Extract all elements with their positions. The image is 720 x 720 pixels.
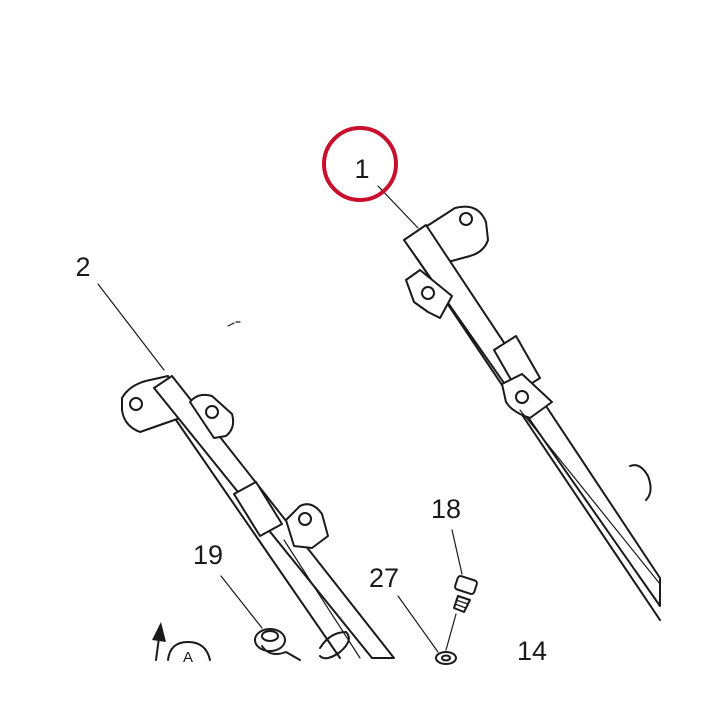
callout-18: 18 — [431, 494, 461, 524]
arrow-head-icon — [152, 622, 166, 642]
leader-18b — [445, 613, 457, 651]
view-a-marker: A — [152, 622, 211, 666]
bolt-part-18 — [453, 575, 478, 613]
rail-part-1 — [403, 205, 661, 621]
callout-27: 27 — [369, 563, 399, 593]
leader-1 — [377, 185, 419, 229]
callout-14: 14 — [517, 636, 547, 666]
leader-2 — [97, 283, 165, 371]
rail-2-side-tab — [189, 393, 235, 439]
callout-1: 1 — [354, 154, 369, 184]
grommet-part-19 — [254, 628, 301, 661]
leader-27 — [397, 595, 439, 653]
rail-1-collar — [493, 335, 541, 393]
sketch-mark — [227, 322, 235, 327]
rail-2-collar — [233, 481, 283, 537]
leader-18 — [451, 529, 463, 575]
view-a-label: A — [183, 649, 193, 666]
leader-19 — [220, 575, 263, 629]
rail-1-side-tab — [405, 269, 453, 319]
rail-part-2 — [121, 375, 395, 660]
rail-1-clip — [629, 464, 652, 501]
view-a-circle — [167, 641, 211, 661]
rail-2-lower-bracket — [285, 503, 329, 549]
callout-19: 19 — [193, 540, 223, 570]
highlight-circle — [322, 126, 398, 202]
callout-2: 2 — [75, 252, 90, 282]
washer-part-27 — [435, 651, 457, 665]
